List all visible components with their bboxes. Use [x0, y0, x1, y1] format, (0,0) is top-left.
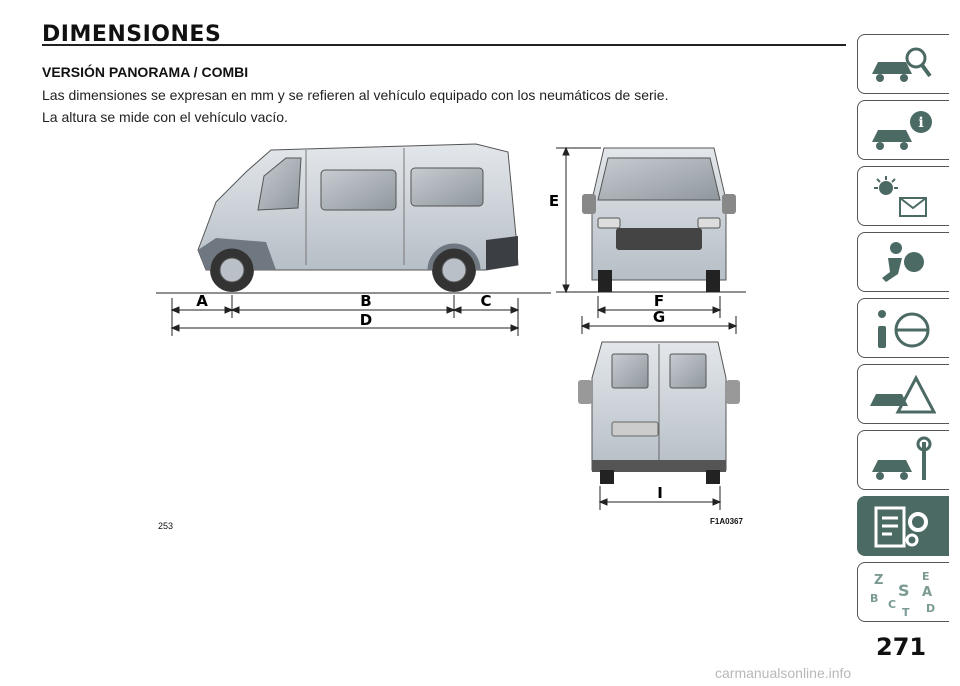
tab-maintenance[interactable]: [857, 430, 949, 490]
tab-lights[interactable]: [857, 166, 949, 226]
starting-driving-icon: [878, 310, 930, 348]
van-rear-view: [578, 341, 740, 484]
index-letter-e: E: [922, 570, 930, 583]
index-letter-t: T: [902, 606, 910, 618]
svg-text:i: i: [918, 115, 923, 131]
dashboard-search-icon: [872, 47, 932, 82]
maintenance-icon: [872, 436, 932, 480]
label-E: E: [549, 192, 559, 210]
tab-emergency[interactable]: [857, 364, 949, 424]
dimension-lines-rear: [598, 486, 722, 510]
dimensions-figure: A B C D E F G I: [156, 143, 746, 510]
emergency-icon: [870, 374, 936, 414]
dimension-lines-side: [170, 295, 520, 336]
tab-technical-data[interactable]: [857, 496, 949, 556]
index-letter-d: D: [926, 602, 935, 615]
tab-index[interactable]: Z E B A C D T S: [857, 562, 949, 622]
label-G: G: [653, 308, 665, 326]
page-title: DIMENSIONES: [42, 22, 222, 47]
van-side-view: [197, 143, 519, 292]
page-number: 271: [876, 633, 927, 661]
tab-driving[interactable]: [857, 298, 949, 358]
label-D: D: [360, 311, 372, 329]
label-B: B: [360, 292, 371, 310]
index-letter-s: S: [898, 581, 910, 600]
index-letter-z: Z: [874, 573, 883, 588]
label-A: A: [196, 292, 208, 310]
airbag-safety-icon: [882, 242, 924, 282]
car-info-icon: i: [872, 111, 932, 150]
tab-dashboard[interactable]: [857, 34, 949, 94]
tab-safety[interactable]: [857, 232, 949, 292]
title-divider: [42, 44, 846, 46]
index-letter-b: B: [870, 592, 878, 605]
section-subtitle: VERSIÓN PANORAMA / COMBI: [42, 64, 249, 80]
figure-code: F1A0367: [710, 517, 743, 526]
paragraph-units: Las dimensiones se expresan en mm y se r…: [42, 87, 669, 103]
figure-number: 253: [158, 521, 174, 531]
dimension-lines-front: [556, 146, 746, 334]
index-letter-c: C: [888, 598, 896, 611]
lights-message-icon: [874, 176, 927, 217]
paragraph-height: La altura se mide con el vehículo vacío.: [42, 109, 288, 125]
van-front-view: [582, 147, 736, 292]
label-F: F: [654, 292, 664, 310]
label-C: C: [480, 292, 491, 310]
technical-data-icon: [874, 506, 928, 548]
watermark: carmanualsonline.info: [715, 665, 852, 681]
index-letter-a: A: [922, 585, 932, 600]
tab-car-info[interactable]: i: [857, 100, 949, 160]
label-I: I: [657, 484, 663, 502]
index-icon: Z E B A C D T S: [870, 570, 935, 618]
